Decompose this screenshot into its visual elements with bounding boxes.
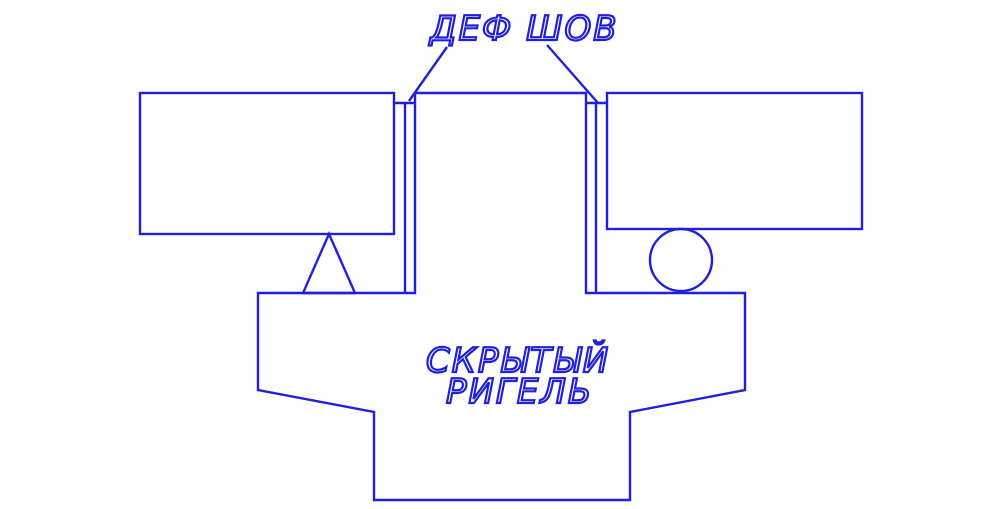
right-slab [605, 91, 864, 231]
seam-leader-right [546, 44, 599, 104]
seam-leader-left [408, 46, 448, 102]
left-slab [138, 91, 396, 236]
fixed-support-icon [301, 231, 357, 295]
seam-label: ДЕФ ШОВ [428, 9, 619, 49]
beam-label-line2: РИГЕЛЬ [446, 372, 593, 412]
roller-support-icon [648, 227, 714, 293]
hidden-crossbar-outline [256, 91, 747, 502]
beam-label-line1: СКРЫТЫЙ [426, 340, 610, 381]
